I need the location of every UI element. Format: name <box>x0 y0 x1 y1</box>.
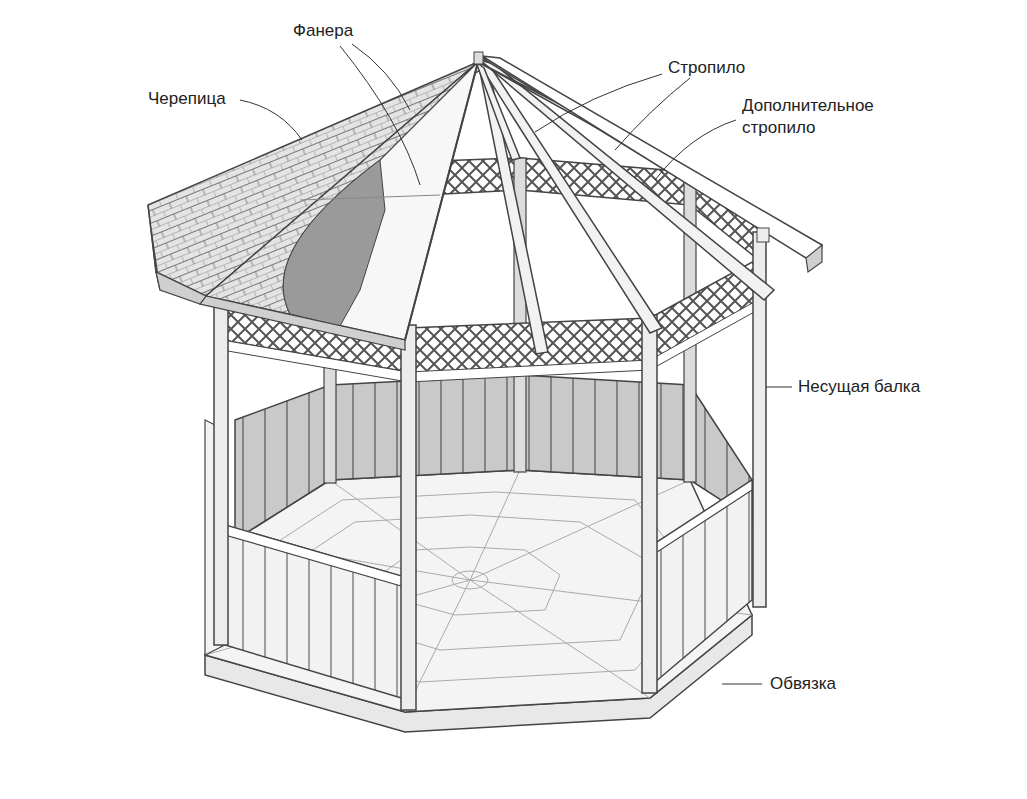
part-label: Черепица <box>148 88 226 110</box>
part-label: Дополнительное стропило <box>742 95 892 139</box>
part-label: Фанера <box>293 20 353 42</box>
part-label: Обвязка <box>770 673 836 695</box>
part-label: Стропило <box>668 57 745 79</box>
part-label: Несущая балка <box>798 376 920 398</box>
